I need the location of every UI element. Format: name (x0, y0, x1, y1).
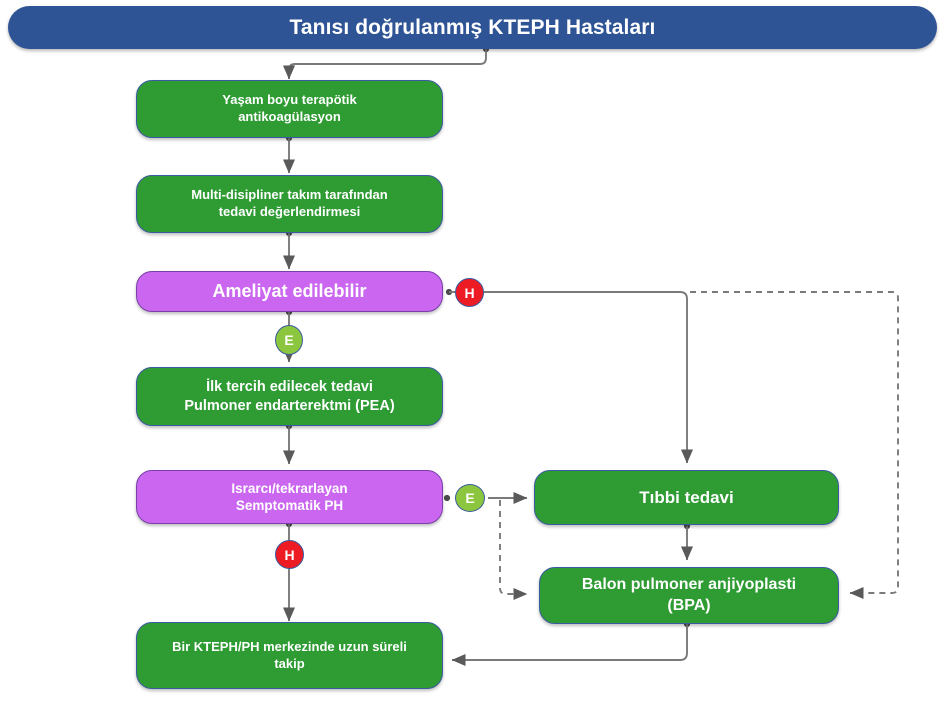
node-bpa-text: Balon pulmoner anjiyoplasti (BPA) (582, 575, 796, 616)
node-bpa[interactable]: Balon pulmoner anjiyoplasti (BPA) (539, 567, 839, 624)
node-pea-line2: Pulmoner endarterektmi (PEA) (184, 397, 395, 414)
edge-dashed-operable-no-to-bpa (690, 291, 899, 600)
node-followup-text: Bir KTEPH/PH merkezinde uzun süreli taki… (172, 639, 407, 672)
edge-operable-no-to-medical-therapy (449, 291, 694, 464)
node-medical-therapy[interactable]: Tıbbi tedavi (534, 470, 839, 525)
node-operable-decision[interactable]: Ameliyat edilebilir (136, 271, 443, 312)
badge-persistent-no-text: H (284, 546, 295, 563)
node-pea-line1: İlk tercih edilecek tedavi (206, 378, 373, 395)
node-followup-line1: Bir KTEPH/PH merkezinde uzun süreli (172, 638, 407, 654)
node-multidisciplinary-text: Multi-disipliner takım tarafından tedavi… (191, 187, 387, 220)
badge-persistent-yes-text: E (465, 490, 475, 506)
node-medical-therapy-label: Tıbbi tedavi (639, 487, 734, 507)
page-title-banner: Tanısı doğrulanmış KTEPH Hastaları (8, 6, 937, 49)
node-anticoagulation-line2: antikoagülasyon (238, 109, 341, 124)
page-title: Tanısı doğrulanmış KTEPH Hastaları (289, 15, 656, 39)
badge-persistent-yes[interactable]: E (455, 484, 485, 512)
badge-operable-yes-text: E (284, 332, 294, 348)
node-followup-line2: takip (274, 655, 305, 671)
node-multidisciplinary-line2: tedavi değerlendirmesi (218, 204, 361, 219)
node-operable-label: Ameliyat edilebilir (212, 280, 367, 301)
node-multidisciplinary-assessment[interactable]: Multi-disipliner takım tarafından tedavi… (136, 175, 443, 233)
node-persistent-ph-line1: Israrcı/tekrarlayan (231, 480, 348, 496)
badge-operable-yes[interactable]: E (275, 325, 303, 355)
edge-dashed-persistent-to-bpa (499, 500, 528, 601)
node-longterm-followup[interactable]: Bir KTEPH/PH merkezinde uzun süreli taki… (136, 622, 443, 689)
badge-persistent-no[interactable]: H (275, 540, 304, 569)
node-persistent-symptomatic-ph[interactable]: Israrcı/tekrarlayan Semptomatik PH (136, 470, 443, 524)
badge-operable-no[interactable]: H (455, 278, 484, 307)
node-persistent-ph-line2: Semptomatik PH (235, 498, 344, 513)
node-anticoagulation-text: Yaşam boyu terapötik antikoagülasyon (222, 92, 356, 125)
node-pea[interactable]: İlk tercih edilecek tedavi Pulmoner enda… (136, 367, 443, 426)
node-multidisciplinary-line1: Multi-disipliner takım tarafından (191, 187, 388, 203)
edge-header-to-anticoagulation (282, 49, 487, 80)
node-persistent-ph-text: Israrcı/tekrarlayan Semptomatik PH (231, 480, 347, 515)
badge-operable-no-text: H (464, 284, 475, 301)
node-anticoagulation[interactable]: Yaşam boyu terapötik antikoagülasyon (136, 80, 443, 138)
node-bpa-line1: Balon pulmoner anjiyoplasti (581, 576, 797, 594)
node-pea-text: İlk tercih edilecek tedavi Pulmoner enda… (184, 378, 394, 415)
node-bpa-line2: (BPA) (667, 596, 711, 614)
edge-bpa-to-followup (451, 624, 688, 667)
node-anticoagulation-line1: Yaşam boyu terapötik (222, 92, 357, 108)
